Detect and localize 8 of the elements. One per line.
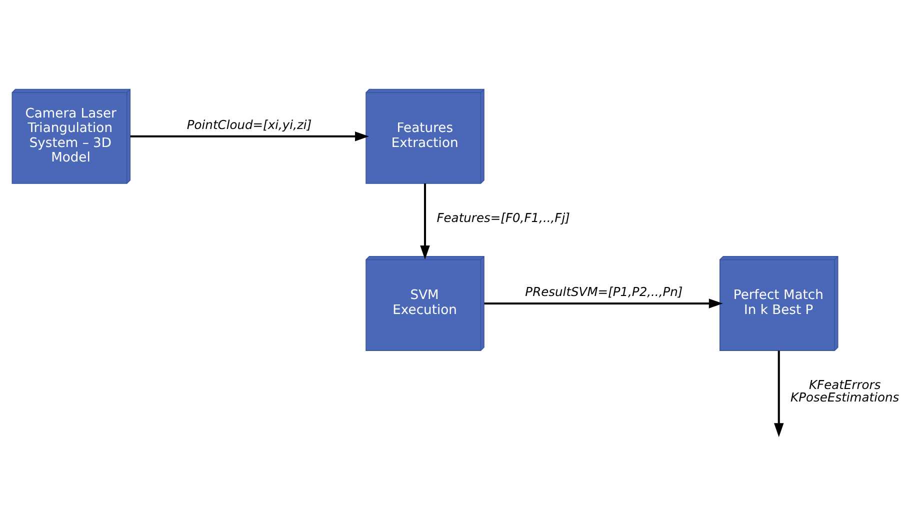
edge-label: Features=[F0,F1,..,Fj]	[436, 210, 570, 225]
arrow	[484, 298, 723, 308]
edge-label: KFeatErrors KPoseEstimations	[790, 378, 900, 404]
edge-label: PointCloud=[xi,yi,zi]	[186, 118, 312, 132]
arrow	[130, 132, 369, 142]
arrow	[420, 184, 430, 260]
edge-label: PResultSVM=[P1,P2,..,Pn]	[525, 285, 683, 300]
arrow	[774, 350, 784, 438]
